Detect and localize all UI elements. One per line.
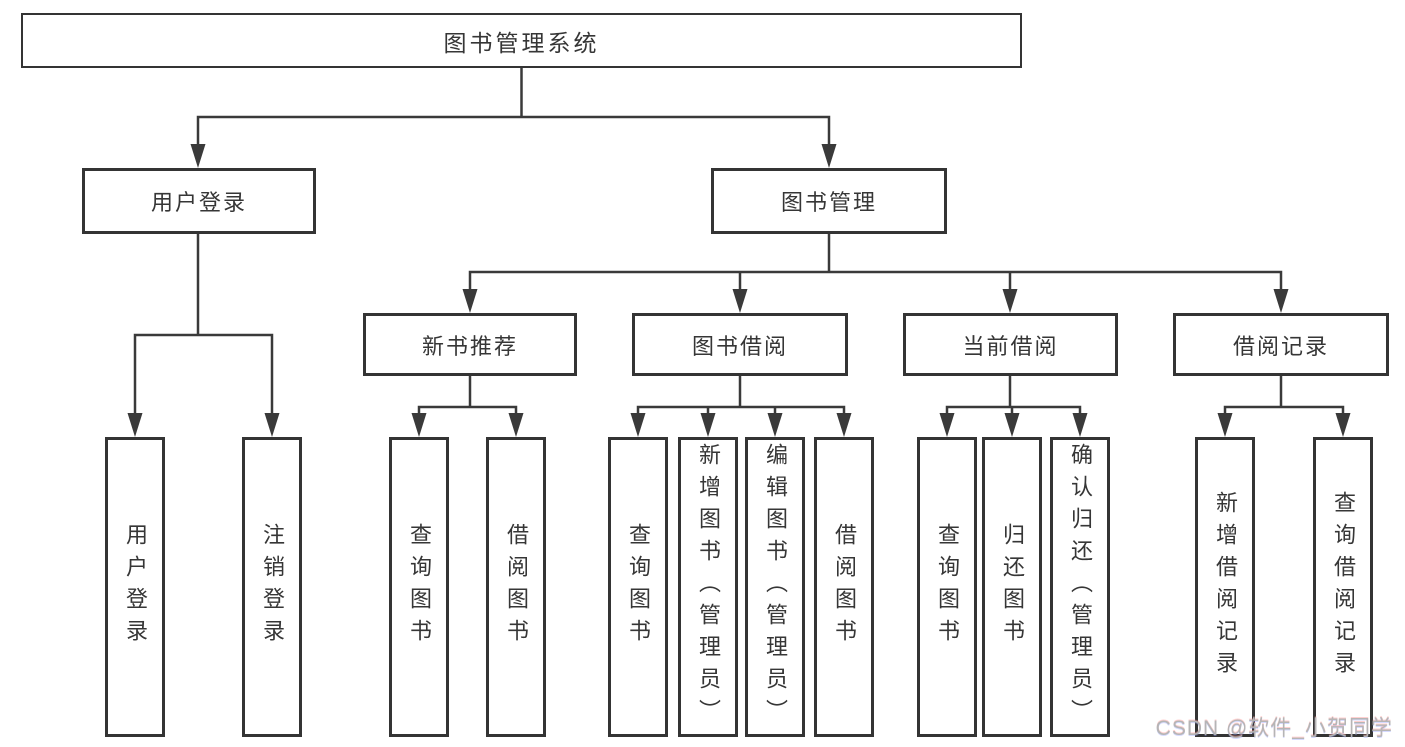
- leaf-query-books-borrowing: 查询图书: [608, 437, 668, 737]
- leaf-query-books-current-label: 查询图书: [935, 523, 960, 651]
- leaf-add-book-admin: 新增图书（管理员）: [678, 437, 738, 737]
- connector-book-borrowing-to-leaves: [630, 374, 852, 437]
- connector-current-borrowing-to-leaves: [939, 374, 1088, 437]
- leaf-borrow-books-recommend-label: 借阅图书: [504, 523, 529, 651]
- leaf-query-borrow-record-label: 查询借阅记录: [1331, 491, 1356, 683]
- leaf-query-books-recommend-label: 查询图书: [407, 523, 432, 651]
- node-root: 图书管理系统: [21, 13, 1022, 68]
- leaf-return-book: 归还图书: [982, 437, 1042, 737]
- leaf-confirm-return-admin-label: 确认归还（管理员）: [1068, 443, 1093, 731]
- leaf-query-borrow-record: 查询借阅记录: [1313, 437, 1373, 737]
- leaf-borrow-books-borrowing-label: 借阅图书: [832, 523, 857, 651]
- leaf-query-books-current: 查询图书: [917, 437, 977, 737]
- connector-root-to-level2: [190, 64, 837, 168]
- connector-new-book-recommend-to-leaves: [411, 374, 524, 437]
- leaf-borrow-books-recommend: 借阅图书: [486, 437, 546, 737]
- csdn-watermark: CSDN @软件_小贺同学: [1155, 717, 1393, 740]
- leaf-edit-book-admin-label: 编辑图书（管理员）: [763, 443, 788, 731]
- connector-user-login-to-leaves: [127, 231, 280, 437]
- leaf-user-login-label: 用户登录: [123, 523, 148, 651]
- connector-borrowing-records-to-leaves: [1217, 374, 1351, 437]
- node-current-borrowing: 当前借阅: [903, 313, 1118, 376]
- node-book-borrowing: 图书借阅: [632, 313, 848, 376]
- node-borrowing-records: 借阅记录: [1173, 313, 1389, 376]
- leaf-logout-label: 注销登录: [260, 523, 285, 651]
- leaf-query-books-recommend: 查询图书: [389, 437, 449, 737]
- leaf-add-borrow-record: 新增借阅记录: [1195, 437, 1255, 737]
- leaf-user-login: 用户登录: [105, 437, 165, 737]
- leaf-add-book-admin-label: 新增图书（管理员）: [696, 443, 721, 731]
- leaf-query-books-borrowing-label: 查询图书: [626, 523, 651, 651]
- node-new-book-recommend: 新书推荐: [363, 313, 577, 376]
- leaf-confirm-return-admin: 确认归还（管理员）: [1050, 437, 1110, 737]
- connector-book-management-to-level3: [462, 232, 1289, 313]
- leaf-borrow-books-borrowing: 借阅图书: [814, 437, 874, 737]
- leaf-logout: 注销登录: [242, 437, 302, 737]
- leaf-edit-book-admin: 编辑图书（管理员）: [745, 437, 805, 737]
- leaf-add-borrow-record-label: 新增借阅记录: [1213, 491, 1238, 683]
- node-book-management: 图书管理: [711, 168, 947, 234]
- node-user-login: 用户登录: [82, 168, 316, 234]
- leaf-return-book-label: 归还图书: [1000, 523, 1025, 651]
